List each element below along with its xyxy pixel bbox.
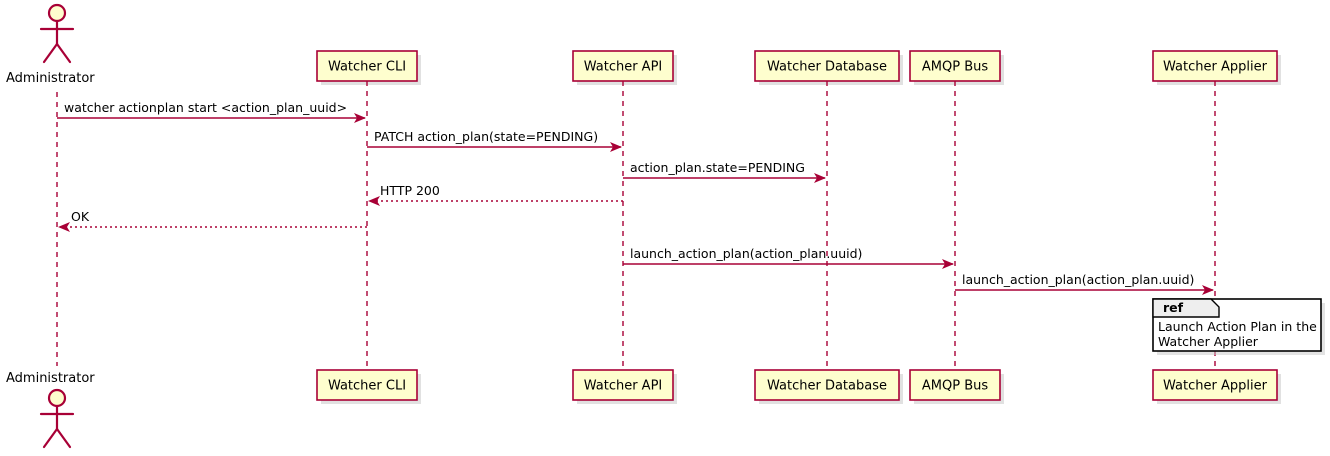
participant-watcher-applier-top[interactable]: Watcher Applier xyxy=(1152,50,1278,82)
participant-label: Watcher API xyxy=(584,379,663,394)
message-7[interactable]: launch_action_plan(action_plan.uuid) xyxy=(955,272,1214,295)
participant-amqp-bus-top[interactable]: AMQP Bus xyxy=(909,50,1001,82)
participant-watcher-cli-bottom[interactable]: Watcher CLI xyxy=(316,369,418,401)
lifelines xyxy=(56,81,1216,370)
ref-body-line-2: Watcher Applier xyxy=(1158,334,1259,349)
participant-box-shadows xyxy=(321,55,1281,404)
participant-box xyxy=(316,50,418,82)
participant-box xyxy=(572,50,674,82)
participant-label: Watcher CLI xyxy=(328,379,406,394)
participant-label: Watcher Applier xyxy=(1163,379,1268,394)
participant-watcher-cli-top[interactable]: Watcher CLI xyxy=(316,50,418,82)
actor-administrator-bottom[interactable]: Administrator xyxy=(6,371,95,449)
participant-watcher-api-bottom[interactable]: Watcher API xyxy=(572,369,674,401)
message-label: PATCH action_plan(state=PENDING) xyxy=(374,129,598,144)
message-label: action_plan.state=PENDING xyxy=(630,160,805,175)
participant-label: Watcher API xyxy=(584,60,663,75)
participant-box xyxy=(909,50,1001,82)
actor-label-administrator-top: Administrator xyxy=(6,71,95,86)
participant-label: AMQP Bus xyxy=(922,60,988,75)
actor-label-administrator-bottom: Administrator xyxy=(6,371,95,386)
message-4[interactable]: HTTP 200 xyxy=(368,183,623,206)
ref-tab xyxy=(1152,298,1220,318)
participant-box xyxy=(572,369,674,401)
participant-watcher-database-bottom[interactable]: Watcher Database xyxy=(754,369,900,401)
ref-body-line-1: Launch Action Plan in the xyxy=(1158,319,1317,334)
message-6[interactable]: launch_action_plan(action_plan.uuid) xyxy=(623,246,954,269)
participant-box xyxy=(754,369,900,401)
message-label: launch_action_plan(action_plan.uuid) xyxy=(962,272,1194,287)
participant-amqp-bus-bottom[interactable]: AMQP Bus xyxy=(909,369,1001,401)
participant-box xyxy=(1152,50,1278,82)
participant-watcher-api-top[interactable]: Watcher API xyxy=(572,50,674,82)
actor-administrator-top[interactable]: Administrator xyxy=(6,3,95,86)
message-label: HTTP 200 xyxy=(380,183,440,198)
participant-label: Watcher Applier xyxy=(1163,60,1268,75)
participant-label: Watcher Database xyxy=(767,379,887,394)
participant-watcher-database-top[interactable]: Watcher Database xyxy=(754,50,900,82)
message-5[interactable]: OK xyxy=(58,209,367,232)
participant-label: Watcher CLI xyxy=(328,60,406,75)
ref-fragment[interactable]: ref Launch Action Plan in the Watcher Ap… xyxy=(1152,298,1325,355)
actor-icon xyxy=(39,388,75,449)
participant-box xyxy=(1152,369,1278,401)
participant-box xyxy=(754,50,900,82)
message-2[interactable]: PATCH action_plan(state=PENDING) xyxy=(367,129,622,152)
participant-label: AMQP Bus xyxy=(922,379,988,394)
actor-icon xyxy=(39,3,75,64)
participant-label: Watcher Database xyxy=(767,60,887,75)
participant-watcher-applier-bottom[interactable]: Watcher Applier xyxy=(1152,369,1278,401)
participant-box xyxy=(316,369,418,401)
message-label: launch_action_plan(action_plan.uuid) xyxy=(630,246,862,261)
participant-box xyxy=(909,369,1001,401)
message-3[interactable]: action_plan.state=PENDING xyxy=(623,160,826,183)
ref-tab-label: ref xyxy=(1163,300,1184,315)
message-label: OK xyxy=(71,209,90,224)
message-1[interactable]: watcher actionplan start <action_plan_uu… xyxy=(57,100,366,123)
message-label: watcher actionplan start <action_plan_uu… xyxy=(64,100,347,115)
